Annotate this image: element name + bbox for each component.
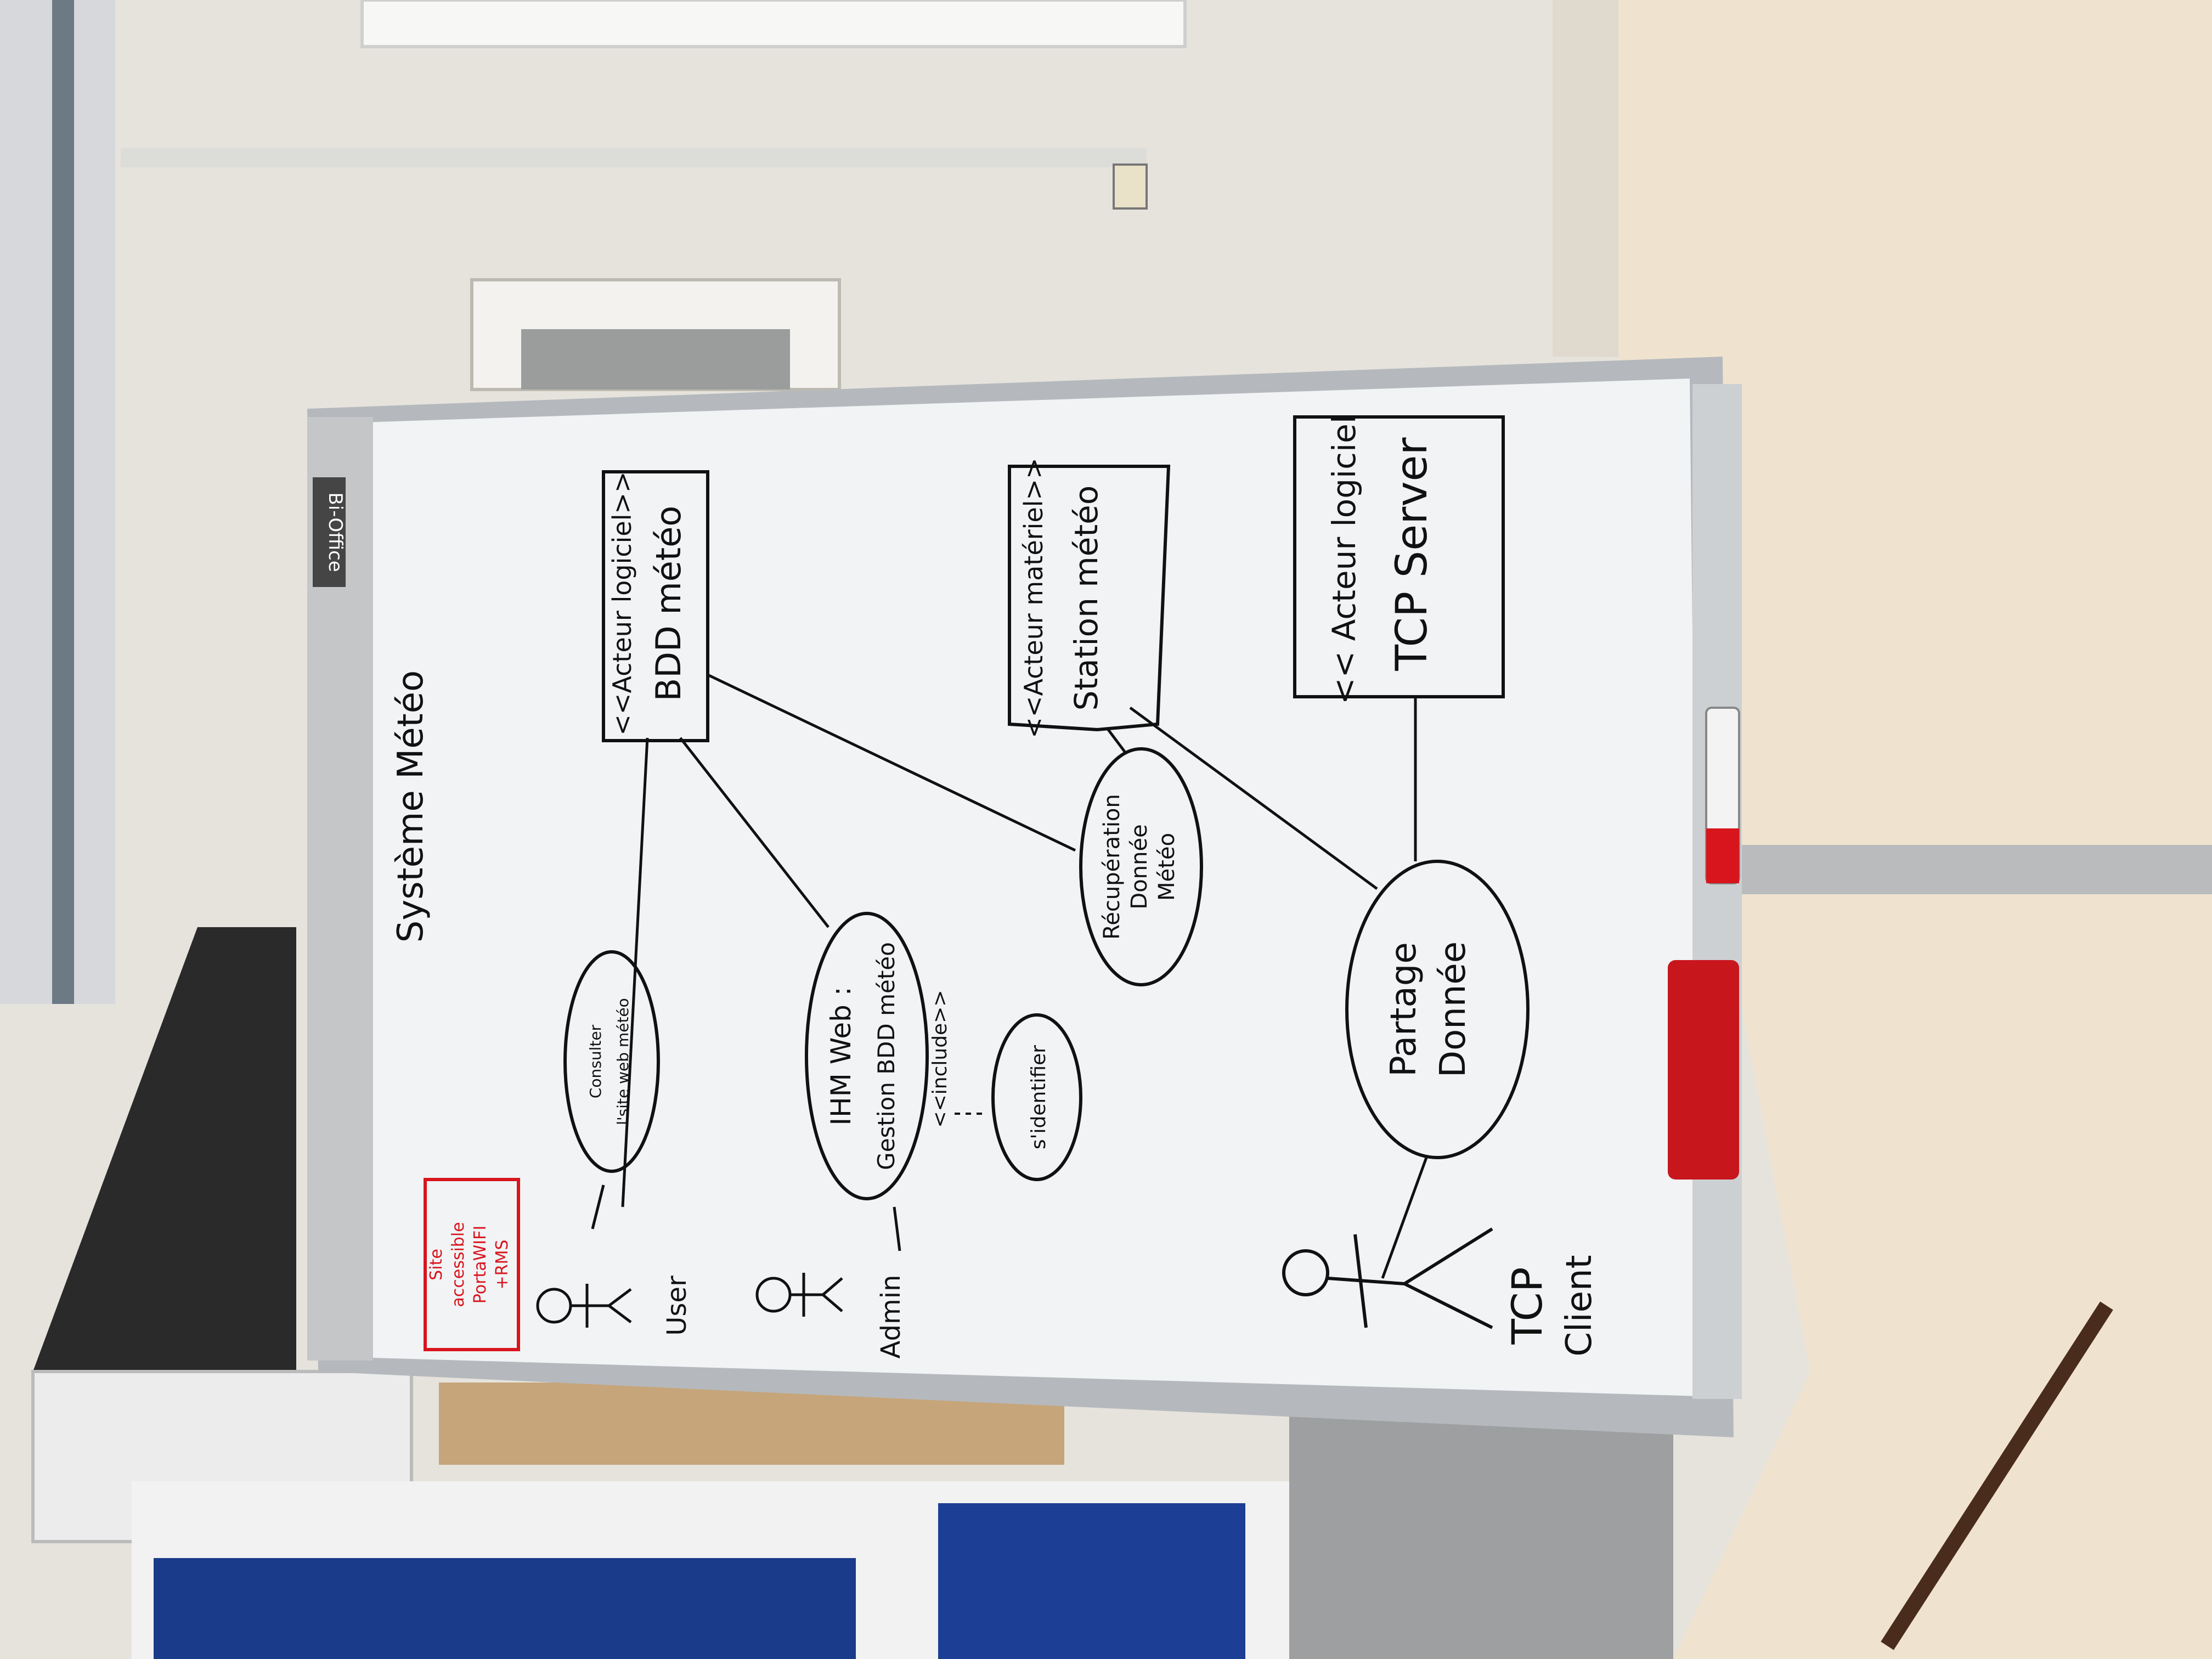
assoc-consulter-bdd (621, 737, 649, 1207)
chair-leg (1881, 1301, 2113, 1650)
consulter-line2: l'site web météo (614, 998, 632, 1125)
identifier-usecase (991, 1013, 1082, 1181)
assoc-recuperation-bdd (707, 673, 1076, 852)
window-glass-right (938, 1503, 1245, 1659)
assoc-partage-tcpclient (1381, 1157, 1428, 1279)
identifier-label: s'identifier (1028, 1045, 1050, 1149)
projector-screen-edge (52, 0, 74, 1004)
marker-cap (1706, 828, 1739, 883)
bdd-stereotype: <<Acteur logiciel>> (607, 471, 637, 735)
admin-label: Admin (876, 1275, 906, 1359)
ceiling-light (360, 0, 1187, 48)
ceiling-rail (121, 148, 1147, 167)
eraser[interactable] (1668, 960, 1739, 1180)
assoc-admin-ihm (893, 1206, 901, 1251)
ihm-line1: IHM Web : (825, 986, 857, 1125)
user-label: User (662, 1276, 692, 1336)
assoc-user-consulter (591, 1184, 605, 1229)
ihm-line2: Gestion BDD météo (873, 942, 900, 1170)
uml-diagram (424, 415, 1530, 1351)
consulter-line1: Consulter (586, 1024, 605, 1098)
floor (1618, 0, 2212, 1659)
red-note-line1: Site (427, 1249, 446, 1280)
wall-vent-inner (521, 329, 790, 390)
bdd-box (602, 470, 709, 742)
wall-edge (1553, 0, 1618, 357)
red-note-line4: +RMS (493, 1240, 512, 1290)
station-stereotype: <<Acteur matériel>> (1019, 458, 1048, 738)
station-box (1008, 465, 1171, 732)
red-note-line2: accessible (449, 1222, 468, 1307)
whiteboard-surface (362, 379, 1701, 1396)
tcp-client-line2: Client (1559, 1255, 1600, 1356)
tcp-server-stereotype: << Acteur logiciel (1325, 415, 1363, 704)
marker-tray (1692, 384, 1742, 1399)
user-actor (536, 1284, 632, 1328)
diagram-title: Système Météo (391, 670, 431, 943)
brand-plate (313, 477, 346, 587)
recuperation-line2: Donnée (1127, 824, 1152, 909)
partage-line1: Partage (1384, 942, 1424, 1077)
partage-line2: Donnée (1433, 941, 1474, 1077)
shelf (33, 927, 296, 1372)
window-glass-left (154, 1558, 856, 1659)
tcp-client-line1: TCP (1503, 1267, 1551, 1345)
consulter-usecase (563, 950, 660, 1173)
tcp-server-box (1293, 415, 1505, 698)
recuperation-usecase (1079, 747, 1203, 986)
tcp-server-name: TCP Server (1387, 437, 1437, 671)
include-label: <<include>> (929, 990, 951, 1127)
red-note-box (424, 1178, 520, 1351)
tcp-client-actor (1282, 1227, 1493, 1329)
recuperation-line3: Météo (1154, 833, 1180, 901)
assoc-recuperation-station (1107, 729, 1126, 753)
recuperation-line1: Récupération (1099, 794, 1125, 940)
red-note-line3: PortaWIFI (471, 1226, 490, 1304)
stand-pole (1734, 845, 2212, 894)
ihm-usecase (805, 912, 929, 1200)
bdd-name: BDD météo (648, 506, 689, 702)
assoc-partage-station (1129, 706, 1378, 890)
station-name: Station météo (1068, 486, 1105, 711)
wall-switch (1113, 163, 1148, 210)
partage-usecase (1345, 860, 1530, 1159)
admin-actor (755, 1273, 843, 1317)
brand-label: Bi-Office (324, 492, 346, 572)
radiator (1289, 1410, 1673, 1659)
assoc-ihm-bdd (679, 737, 830, 928)
